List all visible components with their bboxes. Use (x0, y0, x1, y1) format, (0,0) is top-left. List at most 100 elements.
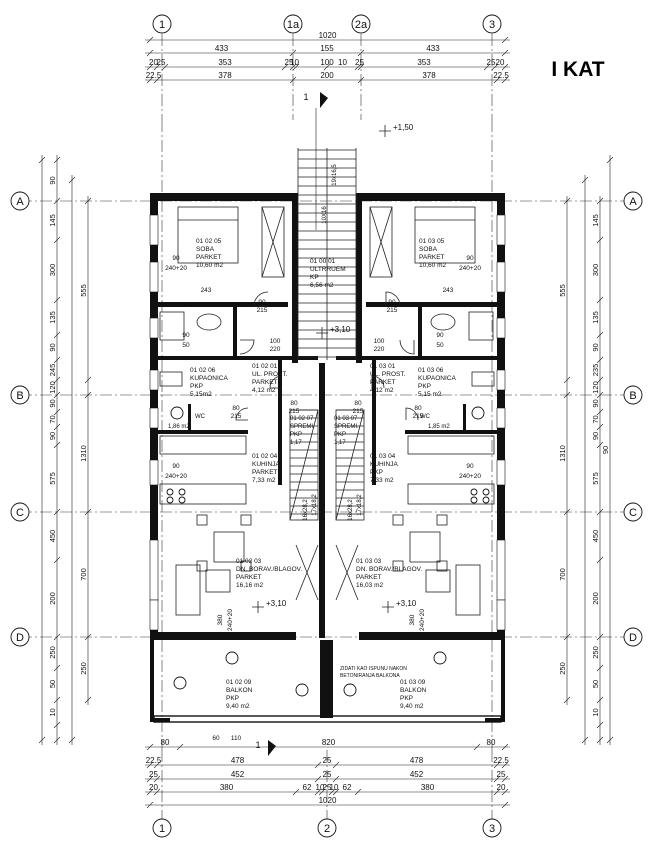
level-landing: +3,10 (330, 325, 351, 334)
dim-top-row3-text: 353 (417, 58, 431, 67)
axis-bubble-C-right-label: C (629, 507, 637, 519)
plant (225, 651, 239, 665)
dim-right-outer-text: 90 (601, 446, 610, 454)
room-storage-left-line-3: 1,17 (290, 440, 302, 446)
axis-bubble-D-right-label: D (629, 632, 637, 644)
dim-tick (596, 633, 604, 641)
section-arrow-top (320, 92, 328, 108)
axis-bubble-3 (482, 14, 502, 34)
dim-top-row4-text: 378 (218, 71, 232, 80)
dim-tick (281, 63, 289, 71)
dim-tick (606, 156, 614, 164)
window (149, 459, 159, 486)
dim-bottom-row4-text: 20 (497, 783, 506, 792)
dim-tick (596, 736, 604, 744)
opening-size: 90 (466, 255, 474, 262)
axis-bubble-B-right (623, 385, 643, 405)
room-living-right-line-1: DN. BORAV./BLAGOV. (356, 566, 422, 573)
door-swing (385, 291, 401, 307)
dim-bottom-row4-text: 25 (323, 783, 332, 792)
room-kitchen-right-line-3: 7,33 m2 (370, 477, 394, 484)
opening-size: 243 (201, 287, 212, 294)
dim-right-inner-text: 200 (591, 592, 600, 605)
dim-right-inner-text: 90 (591, 432, 600, 440)
dim-tick (146, 743, 154, 751)
dim-right-inner-text: 120 (591, 381, 600, 394)
hob-ring (166, 488, 174, 496)
dim-tick (153, 761, 161, 769)
wall-partition (158, 430, 248, 434)
dim-tick (581, 736, 589, 744)
wall-partition (372, 360, 376, 485)
dim-tick (491, 63, 499, 71)
opening-size: 240+20 (227, 609, 234, 631)
axis-bubble-2-bottom (317, 818, 337, 838)
window (496, 317, 506, 339)
dim-tick (68, 176, 76, 184)
axis-bubble-B-left-label: B (16, 390, 23, 402)
wall-partition (188, 404, 191, 430)
dim-tick (289, 63, 297, 71)
dim-bottom-row4-text: 380 (421, 783, 435, 792)
dim-tick (146, 76, 154, 84)
dim-tick (84, 633, 92, 641)
room-stairwell-line-2: KP (310, 274, 319, 281)
dim-tick (501, 801, 509, 809)
dim-left-inner-text: 90 (48, 432, 57, 440)
dim-tick (292, 788, 300, 796)
dim-tick (146, 788, 154, 796)
room-soba-left-line-0: 01 02 05 (196, 238, 222, 245)
room-storage-left-line-1: SPREMI. (290, 424, 315, 430)
room-kitchen-right-line-2: PKP (370, 469, 383, 476)
dim-tick (146, 63, 154, 71)
axis-bubble-A-right (623, 191, 643, 211)
wall-partition (158, 302, 288, 307)
room-hall-left-line-3: 4,12 m2 (252, 387, 276, 394)
dim-left-inner-text: 575 (48, 472, 57, 485)
wall-partition (418, 307, 422, 356)
dim-top-row4-text: 22.5 (146, 71, 162, 80)
room-storage-right-line-1: SPREMI. (334, 424, 359, 430)
dim-right-inner-text: 50 (591, 680, 600, 688)
stair-spec: 17x18,2 (357, 494, 363, 516)
stair-arrow (335, 409, 365, 521)
opening-size: 100 (270, 338, 281, 345)
dim-right-inner-text: 135 (591, 311, 600, 324)
shower-left (159, 311, 185, 341)
dim-tick (53, 408, 61, 416)
plant (295, 683, 309, 697)
room-stairwell-line-1: ULTRRUEM (310, 266, 346, 273)
dim-tick (153, 63, 161, 71)
dim-tick (314, 761, 322, 769)
dim-left-inner-text: 90 (48, 343, 57, 351)
dim-tick (501, 761, 509, 769)
dim-tick (501, 743, 509, 751)
dim-left-middle-text: 555 (79, 284, 88, 297)
window (149, 599, 159, 631)
hob-ring (482, 496, 490, 504)
dim-tick (563, 391, 571, 399)
dim-tick (84, 508, 92, 516)
axis-bubble-D-right (623, 627, 643, 647)
dim-tick (596, 508, 604, 516)
dim-tick (596, 331, 604, 339)
window (149, 407, 159, 429)
room-hall-left-line-2: PARKET (252, 379, 278, 386)
bathtub-right (471, 371, 495, 387)
dim-left-inner-text: 145 (48, 214, 57, 227)
room-wc-right-area: 1,85 m2 (428, 424, 450, 430)
dim-tick (161, 63, 169, 71)
dim-tick (53, 664, 61, 672)
dim-tick (53, 508, 61, 516)
dim-right-inner-text: 575 (591, 472, 600, 485)
axis-bubble-D-left (10, 627, 30, 647)
room-stairwell-line-0: 01 00 01 (310, 258, 336, 265)
dim-tick (332, 775, 340, 783)
axis-bubble-A-right-label: A (629, 196, 637, 208)
room-soba-right-line-2: PARKET (419, 254, 445, 261)
dim-bottom-row1-text: 80 (161, 738, 170, 747)
dim-tick (53, 423, 61, 431)
room-balcony-left-line-1: BALKON (226, 687, 253, 694)
